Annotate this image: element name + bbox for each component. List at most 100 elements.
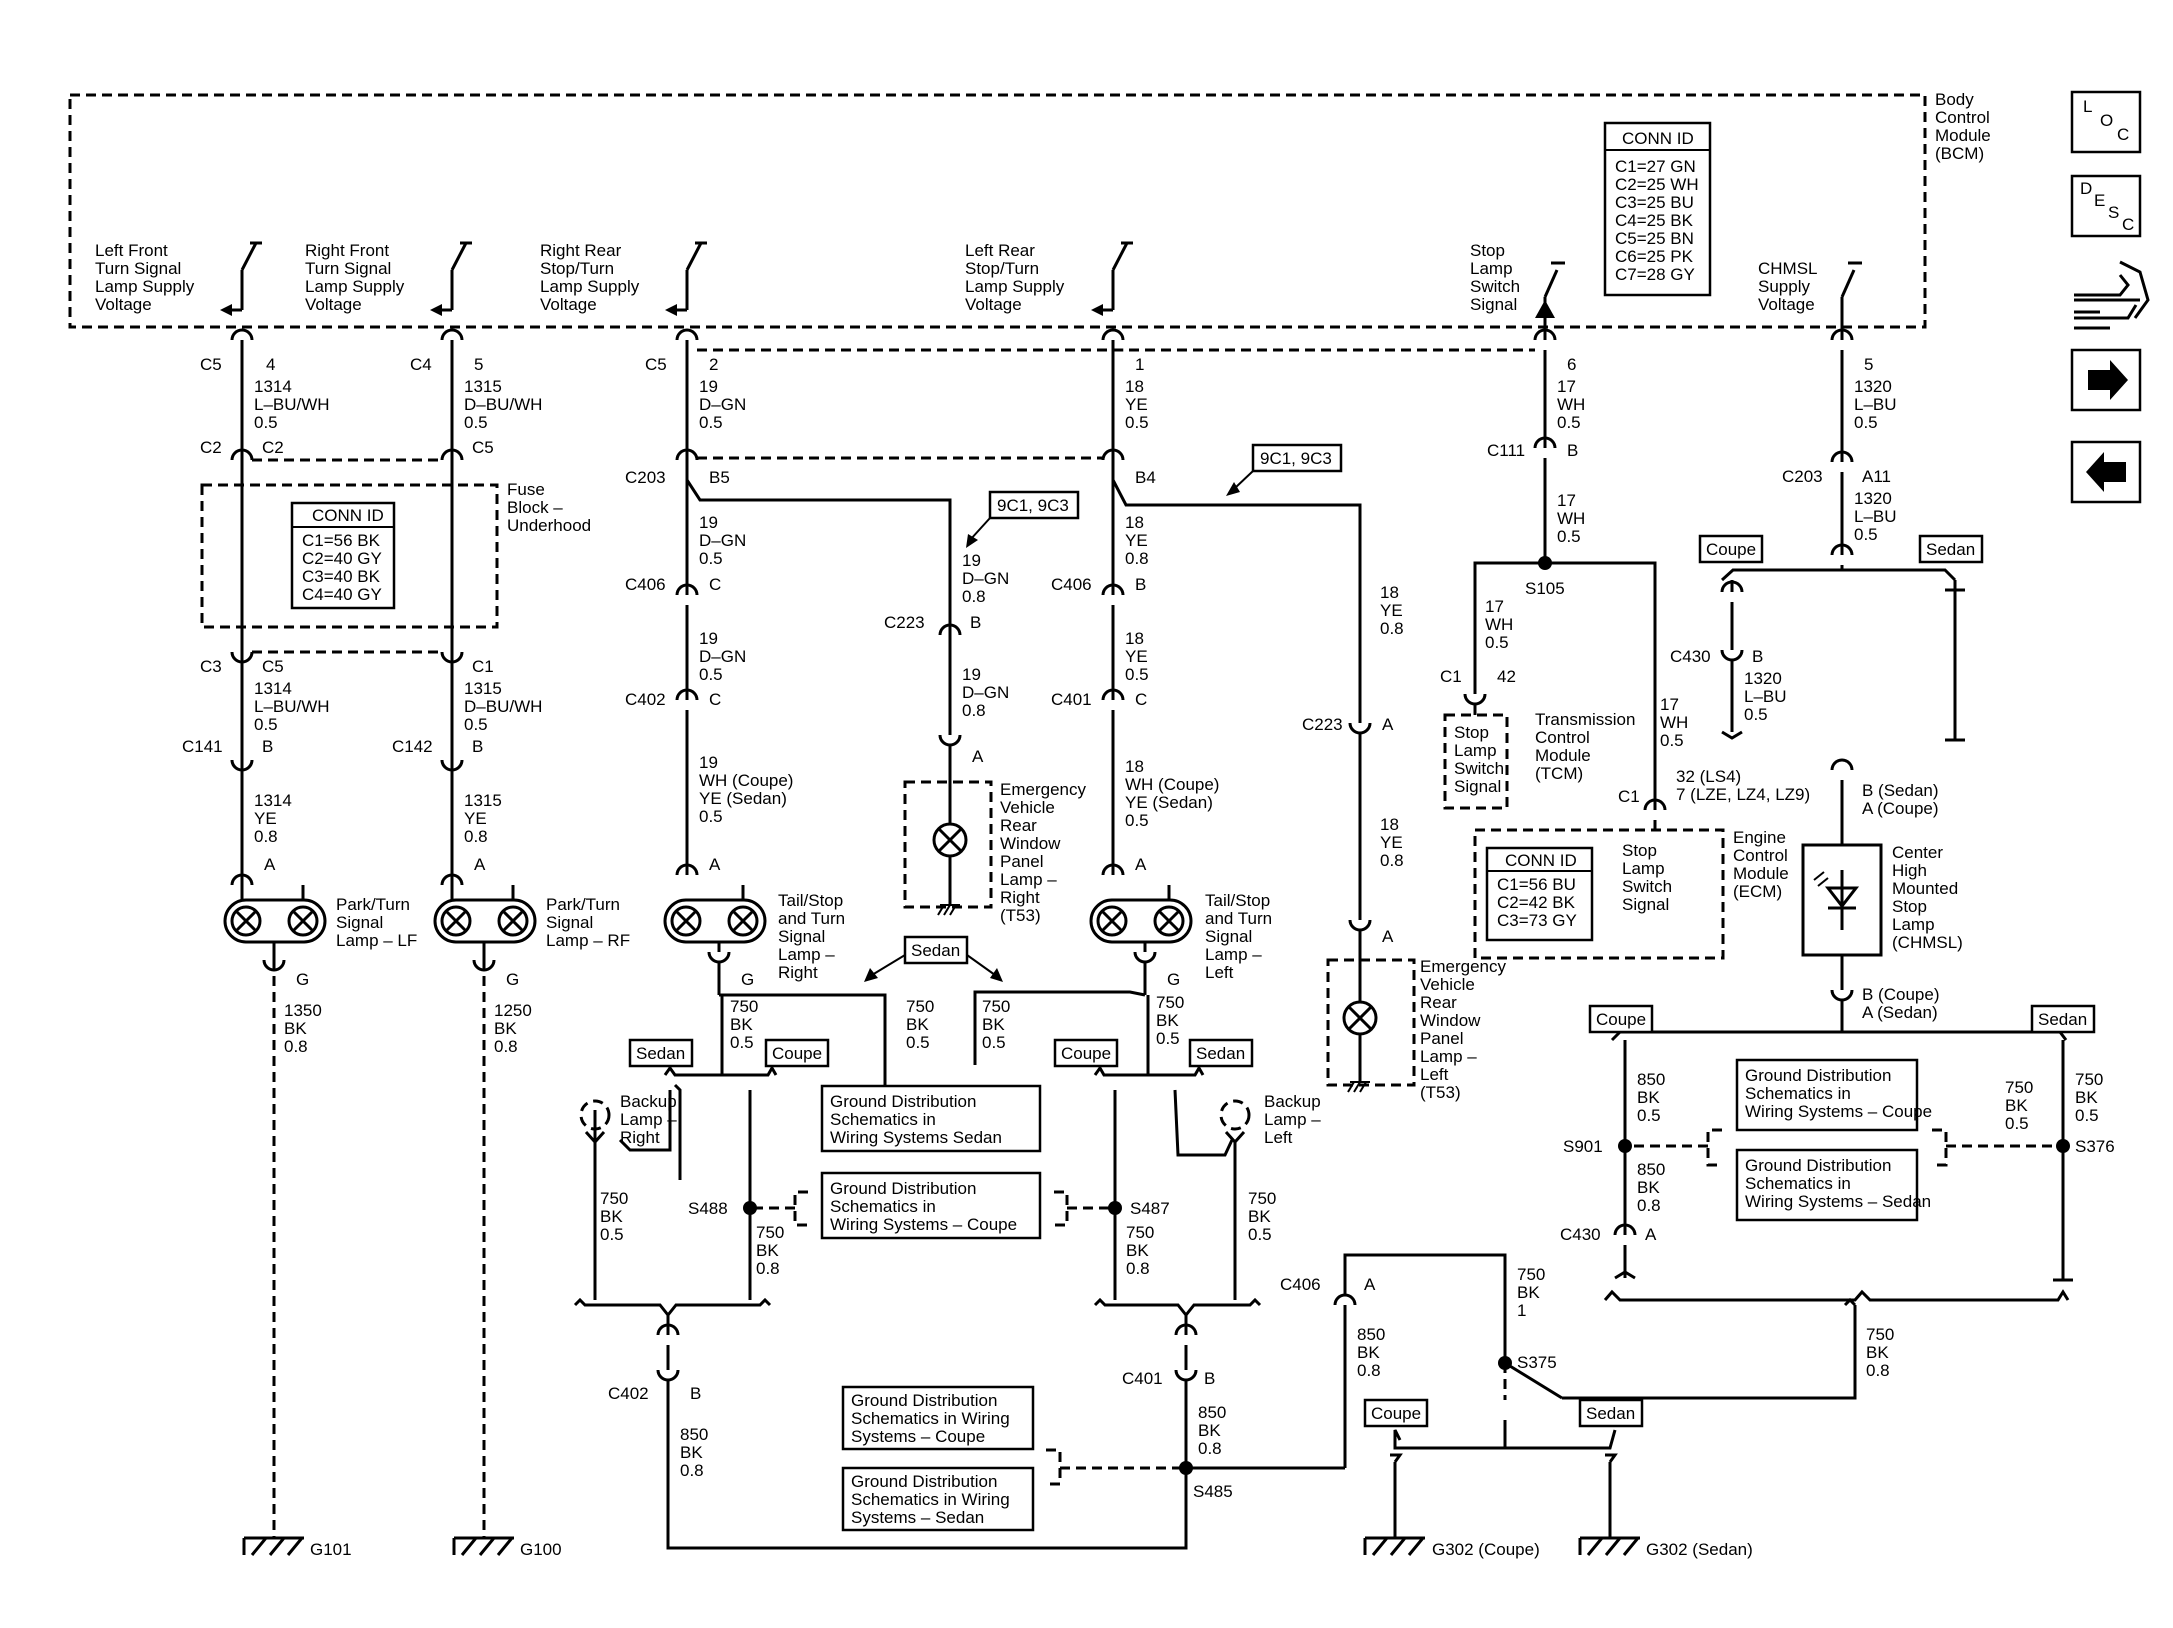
conn-c406-left: C406 [625, 575, 666, 594]
pin-a11: A11 [1862, 467, 1891, 486]
splice-s375-label: S375 [1517, 1353, 1557, 1372]
splice-s487-label: S487 [1130, 1199, 1170, 1218]
splice-s488 [743, 1201, 757, 1215]
splice-s901-label: S901 [1563, 1137, 1603, 1156]
conn-c111: C111 [1487, 441, 1525, 460]
pin-a-sedan: A (Sedan) [1862, 1003, 1938, 1022]
ev-lamp-right [903, 780, 993, 916]
ground-g101-label: G101 [310, 1540, 352, 1559]
ground-g101 [242, 1536, 304, 1556]
conn-c5-lf: C5 [200, 355, 222, 374]
tag-sedan-g302: Sedan [1578, 1398, 1644, 1428]
conn-c406-right: C406 [1051, 575, 1092, 594]
svg-text:C5=25 BN: C5=25 BN [1615, 229, 1694, 248]
svg-text:CONN ID: CONN ID [1622, 129, 1694, 148]
svg-text:E: E [2094, 191, 2105, 210]
svg-text:Coupe: Coupe [1706, 540, 1756, 559]
pin-b-c430: B [1752, 647, 1763, 666]
svg-text:C: C [2122, 215, 2134, 234]
svg-text:C3=73 GY: C3=73 GY [1497, 911, 1577, 930]
svg-text:Coupe: Coupe [1371, 1404, 1421, 1423]
pin-c-c401: C [1135, 690, 1147, 709]
pin-b-c141: B [262, 737, 273, 756]
pin-b5: B5 [709, 468, 730, 487]
splice-s901 [1618, 1139, 1632, 1153]
svg-text:9C1, 9C3: 9C1, 9C3 [997, 496, 1069, 515]
ground-dist-right-brackets [1625, 1128, 2063, 1167]
fuse-block-conn-table: CONN ID C1=56 BK C2=40 GY C3=40 BK C4=40… [290, 501, 396, 610]
splice-s376-label: S376 [2075, 1137, 2115, 1156]
park-turn-lamp-lf [223, 885, 327, 960]
connector-handshake-icon[interactable] [2074, 260, 2150, 330]
splice-s375 [1498, 1356, 1512, 1370]
tag-sedan-lower: Sedan [2030, 1004, 2096, 1034]
stop-lamp-circuit [1463, 328, 1667, 830]
pin-5-chmsl: 5 [1864, 355, 1873, 374]
ground-g302-sedan [1578, 1536, 1640, 1556]
pin-a-lf: A [264, 855, 276, 874]
svg-text:C4=40 GY: C4=40 GY [302, 585, 382, 604]
svg-text:C2=42 BK: C2=42 BK [1497, 893, 1576, 912]
tag-coupe-g302: Coupe [1363, 1398, 1429, 1428]
pin-c-c406: C [709, 575, 721, 594]
ground-g302-coupe-label: G302 (Coupe) [1432, 1540, 1540, 1559]
park-turn-lamp-rf [433, 885, 537, 960]
pin-4: 4 [266, 355, 275, 374]
conn-c1-lower: C1 [472, 657, 494, 676]
next-page-button[interactable] [2070, 348, 2142, 412]
pin-6: 6 [1567, 355, 1576, 374]
svg-text:Sedan: Sedan [1586, 1404, 1635, 1423]
lf-rf-circuits [200, 328, 499, 1538]
previous-page-button[interactable] [2070, 440, 2142, 504]
conn-c5-lower: C5 [262, 657, 284, 676]
conn-c141: C141 [182, 737, 223, 756]
arrow-left-icon [2086, 452, 2126, 492]
conn-c430-lower: C430 [1560, 1225, 1601, 1244]
pin-a-right: A [709, 855, 721, 874]
svg-text:Sedan: Sedan [1196, 1044, 1245, 1063]
bcm-connector-table: CONN ID C1=27 GN C2=25 WH C3=25 BU C4=25… [1603, 121, 1712, 297]
tail-stop-lamp-left [1089, 885, 1193, 964]
tag-sedan-2: Sedan [1188, 1038, 1254, 1068]
ground-g302-coupe [1363, 1536, 1425, 1556]
pin-g-right: G [741, 970, 754, 989]
ref-tag-9c1-left: 9C1, 9C3 [966, 490, 1080, 548]
backup-lamp-right [579, 1099, 611, 1158]
loc-button[interactable]: LOC [2070, 90, 2142, 154]
tcm-boundary [1443, 713, 1509, 810]
svg-text:Sedan: Sedan [636, 1044, 685, 1063]
svg-text:C3=25 BU: C3=25 BU [1615, 193, 1694, 212]
conn-c401-lower: C401 [1122, 1369, 1163, 1388]
pin-b4: B4 [1135, 468, 1156, 487]
conn-c402-upper: C402 [625, 690, 666, 709]
